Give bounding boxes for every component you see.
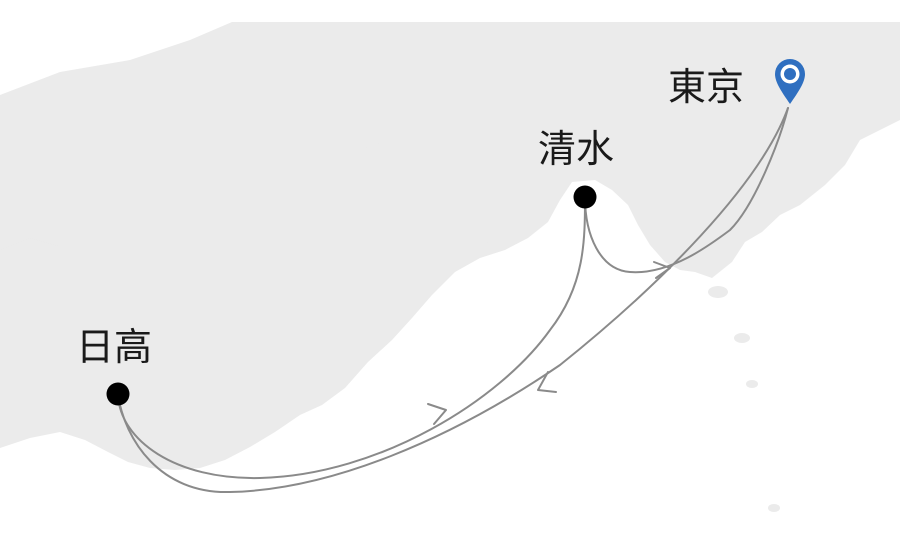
pin-core: [784, 68, 796, 80]
land-island-2: [734, 333, 750, 343]
land-layer: [0, 22, 900, 512]
route-hidaka-shimizu: [117, 196, 586, 480]
map-pin-icon[interactable]: [775, 59, 805, 104]
route-arrow-shimizu-tokyo: [653, 261, 671, 279]
port-dot-icon[interactable]: [106, 382, 130, 406]
land-island-1: [708, 286, 728, 298]
port-label-shimizu: 清水: [538, 127, 614, 171]
port-tokyo[interactable]: 東京: [668, 59, 805, 109]
land-kii-peninsula: [318, 130, 510, 300]
routes-layer: [117, 107, 789, 494]
ports-layer: 東京 清水 日高: [76, 59, 805, 406]
port-label-tokyo: 東京: [668, 65, 744, 109]
route-arrow-hidaka-shimizu: [427, 403, 447, 425]
land-island-4: [768, 504, 780, 512]
land-shikoku-tip: [0, 238, 72, 338]
land-island-3: [746, 380, 758, 388]
port-shimizu[interactable]: 清水: [538, 127, 614, 209]
route-tokyo-hidaka: [117, 107, 789, 494]
port-dot-icon[interactable]: [573, 185, 597, 209]
port-hidaka[interactable]: 日高: [76, 325, 152, 406]
route-arrow-tokyo-hidaka: [537, 371, 557, 393]
port-label-hidaka: 日高: [76, 325, 152, 369]
route-shimizu-tokyo: [584, 107, 789, 274]
